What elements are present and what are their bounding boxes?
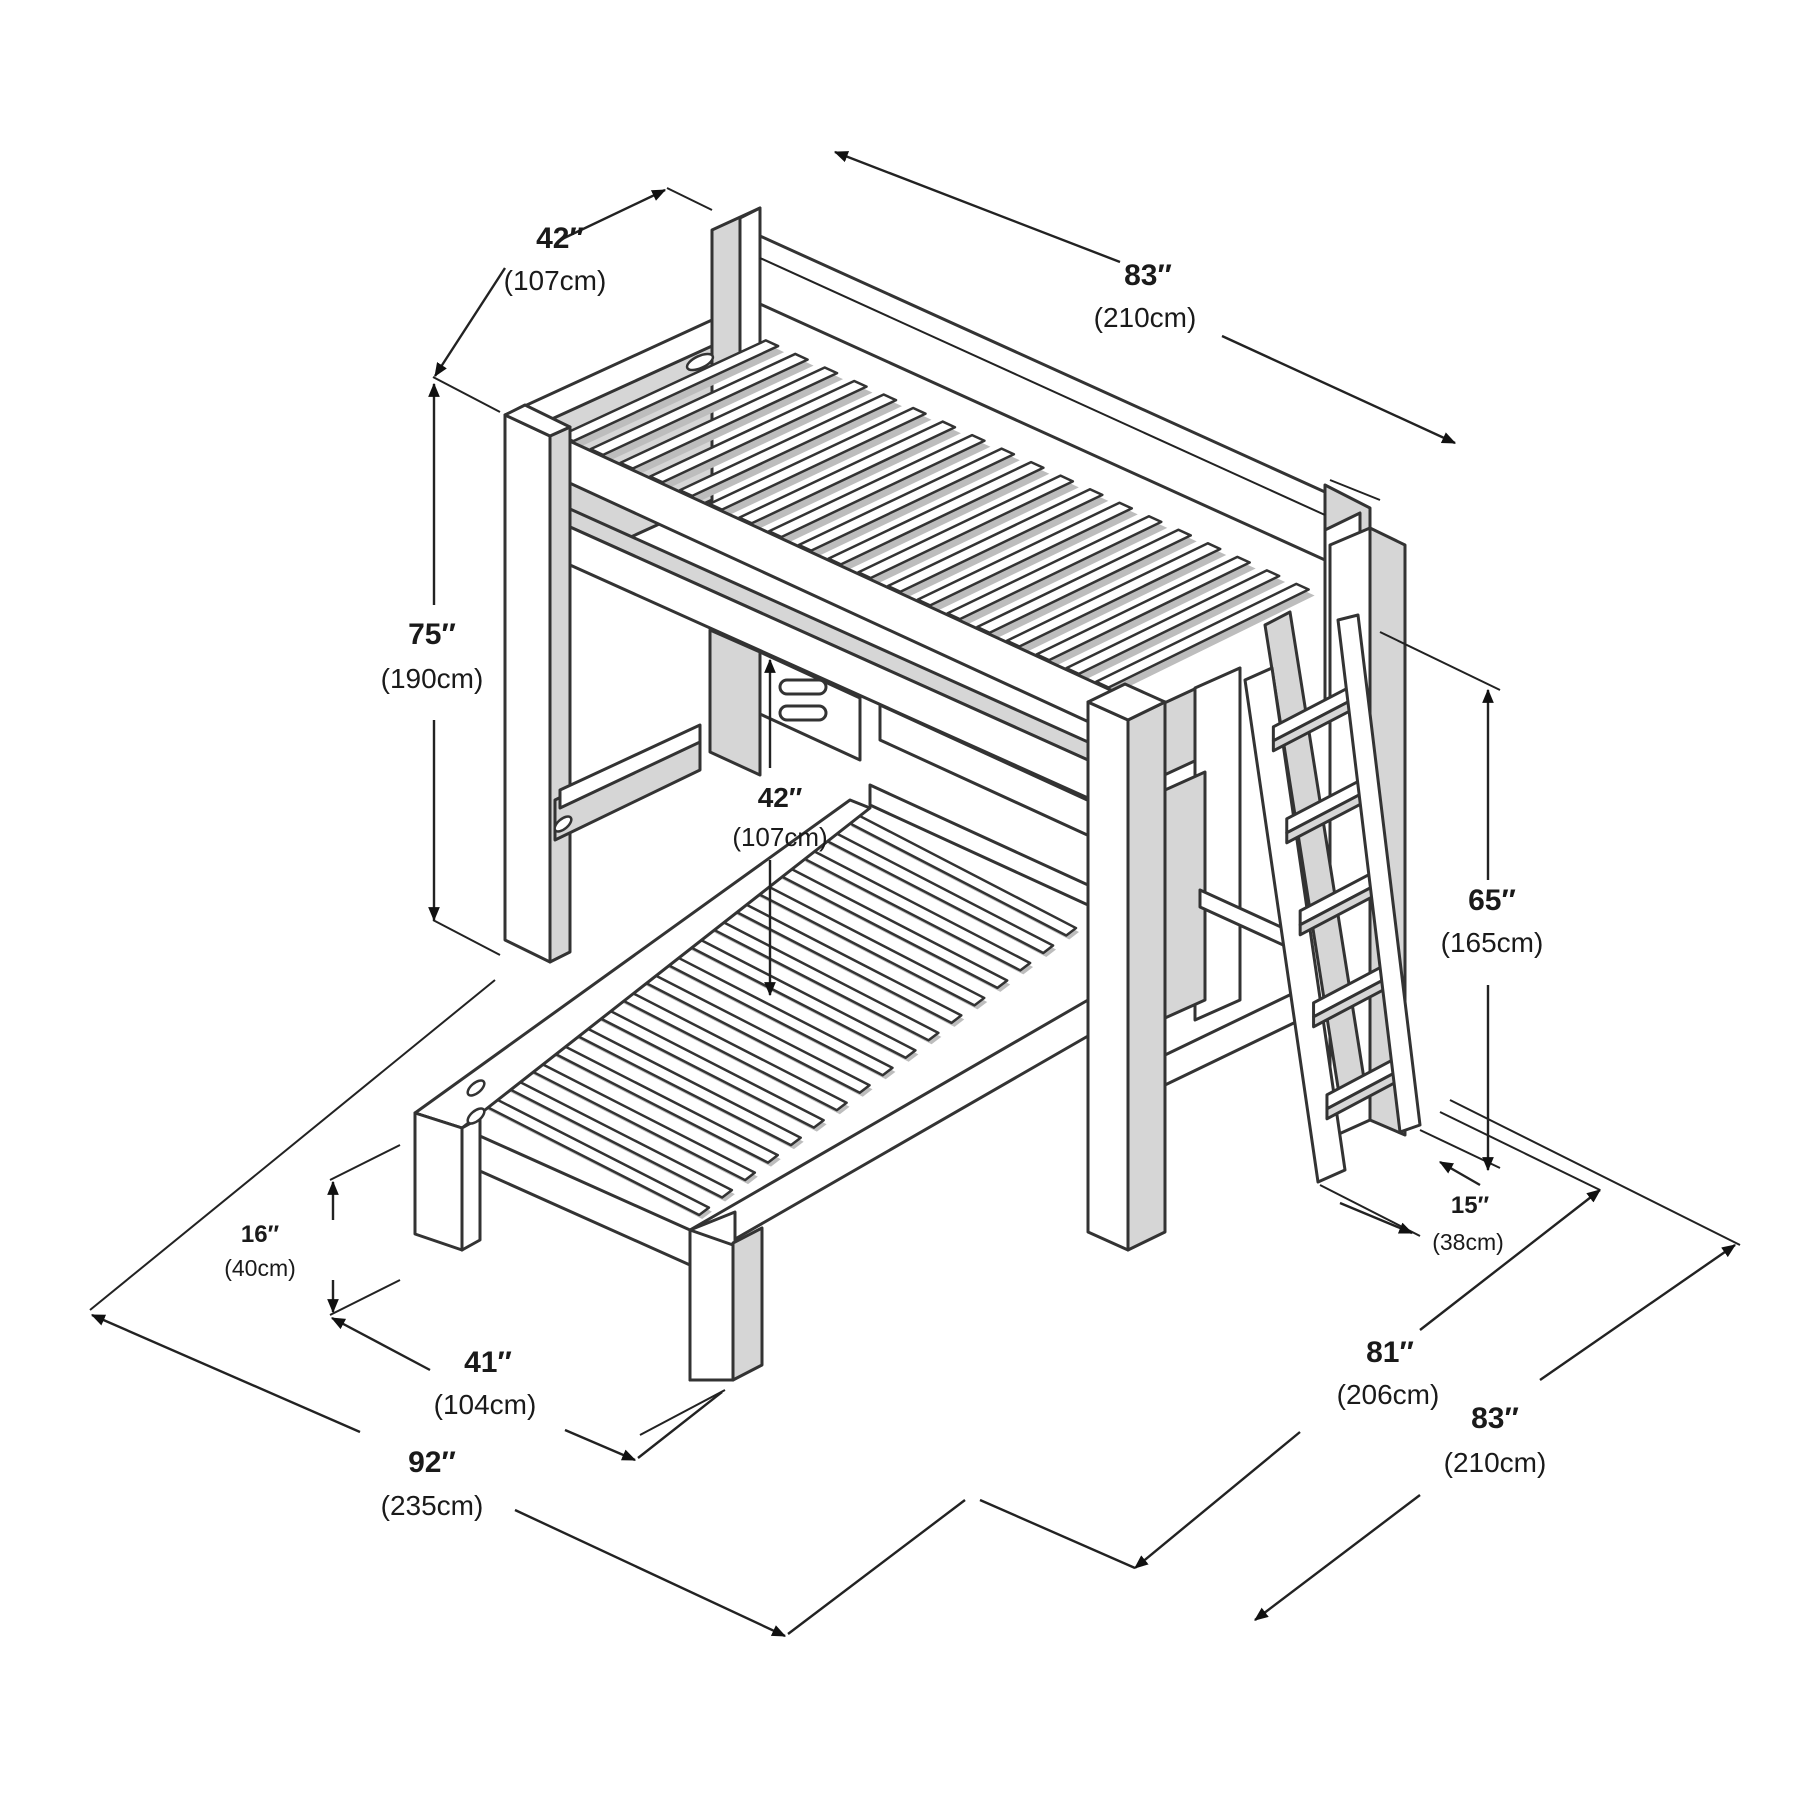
dim-top-length-inches: 83″ <box>1124 259 1172 292</box>
dim-overall-length-inches: 83″ <box>1471 1402 1519 1435</box>
upper-slat-shadow <box>566 346 785 448</box>
dim-under-clearance-cm: (107cm) <box>732 822 827 852</box>
dim-overall-height: 75″ (190cm) <box>381 618 484 694</box>
dim-overall-width: 92″ (235cm) <box>381 1446 484 1521</box>
lower-left-side-rail <box>553 723 702 842</box>
dim-lower-width-inches: 41″ <box>464 1346 512 1379</box>
upper-slat-shadow <box>894 495 1109 598</box>
upper-slat-shadow <box>1102 589 1315 694</box>
dim-lower-length-cm: (206cm) <box>1337 1379 1440 1410</box>
lower-slats <box>477 813 1079 1220</box>
dim-under-clearance-inches: 42″ <box>758 782 803 813</box>
upper-slat-shadow <box>596 359 814 461</box>
upper-slat-shadow <box>656 386 873 489</box>
dim-overall-width-inches: 92″ <box>408 1446 456 1479</box>
upper-slat-shadow <box>685 400 903 502</box>
upper-slat-shadow <box>983 535 1197 639</box>
dim-lower-height-inches: 16″ <box>241 1221 280 1248</box>
under-storage-unit <box>708 628 1122 852</box>
front-center-post <box>1086 682 1307 1252</box>
upper-slat-shadow <box>626 373 844 475</box>
dim-overall-length-cm: (210cm) <box>1444 1447 1547 1478</box>
dim-overall-width-cm: (235cm) <box>381 1490 484 1521</box>
dim-under-clearance: 42″ (107cm) <box>732 782 827 852</box>
dim-overall-length: 83″ (210cm) <box>1444 1402 1547 1478</box>
dim-top-width-inches: 42″ <box>536 222 584 255</box>
upper-slat-shadow <box>1072 576 1286 680</box>
dim-top-length: 83″ (210cm) <box>1094 259 1197 333</box>
dimension-lines <box>89 150 1741 1638</box>
upper-slat-shadow <box>864 481 1079 585</box>
dim-ladder-depth: 15″ (38cm) <box>1432 1192 1504 1255</box>
dim-top-length-cm: (210cm) <box>1094 302 1197 333</box>
dim-lower-length-inches: 81″ <box>1366 1336 1414 1369</box>
dim-lower-width-cm: (104cm) <box>434 1389 537 1420</box>
dim-lower-length: 81″ (206cm) <box>1337 1336 1440 1410</box>
upper-slat-shadow <box>804 454 1020 557</box>
upper-slat-shadow <box>745 427 961 530</box>
upper-slat-shadow <box>953 522 1168 626</box>
lower-bed-frame <box>413 798 1090 1382</box>
dim-ladder-height: 65″ (165cm) <box>1441 884 1544 958</box>
dim-ladder-depth-inches: 15″ <box>1451 1192 1490 1219</box>
dim-lower-height-cm: (40cm) <box>224 1255 296 1281</box>
dim-top-width: 42″ (107cm) <box>504 222 607 296</box>
dim-ladder-depth-cm: (38cm) <box>1432 1229 1504 1255</box>
upper-front-rail <box>548 430 1130 818</box>
dim-top-width-cm: (107cm) <box>504 265 607 296</box>
upper-slat-shadow <box>1042 562 1256 667</box>
upper-slat-shadow <box>1012 549 1227 653</box>
dim-lower-width: 41″ (104cm) <box>434 1346 537 1420</box>
upper-slat-shadow <box>834 468 1050 571</box>
ladder <box>1243 610 1422 1184</box>
dim-overall-height-inches: 75″ <box>408 618 456 651</box>
dim-overall-height-cm: (190cm) <box>381 663 484 694</box>
dim-lower-height: 16″ (40cm) <box>224 1221 296 1281</box>
dim-ladder-height-cm: (165cm) <box>1441 927 1544 958</box>
dimension-labels: 42″ (107cm) 83″ (210cm) 75″ (190cm) 42″ … <box>224 222 1546 1521</box>
dim-ladder-height-inches: 65″ <box>1468 884 1516 917</box>
upper-slat-shadow <box>923 508 1138 612</box>
loft-bed-drawing <box>413 206 1422 1382</box>
upper-slat-shadow <box>715 414 932 516</box>
upper-slat-shadow <box>775 441 991 543</box>
front-left-post <box>503 403 572 964</box>
